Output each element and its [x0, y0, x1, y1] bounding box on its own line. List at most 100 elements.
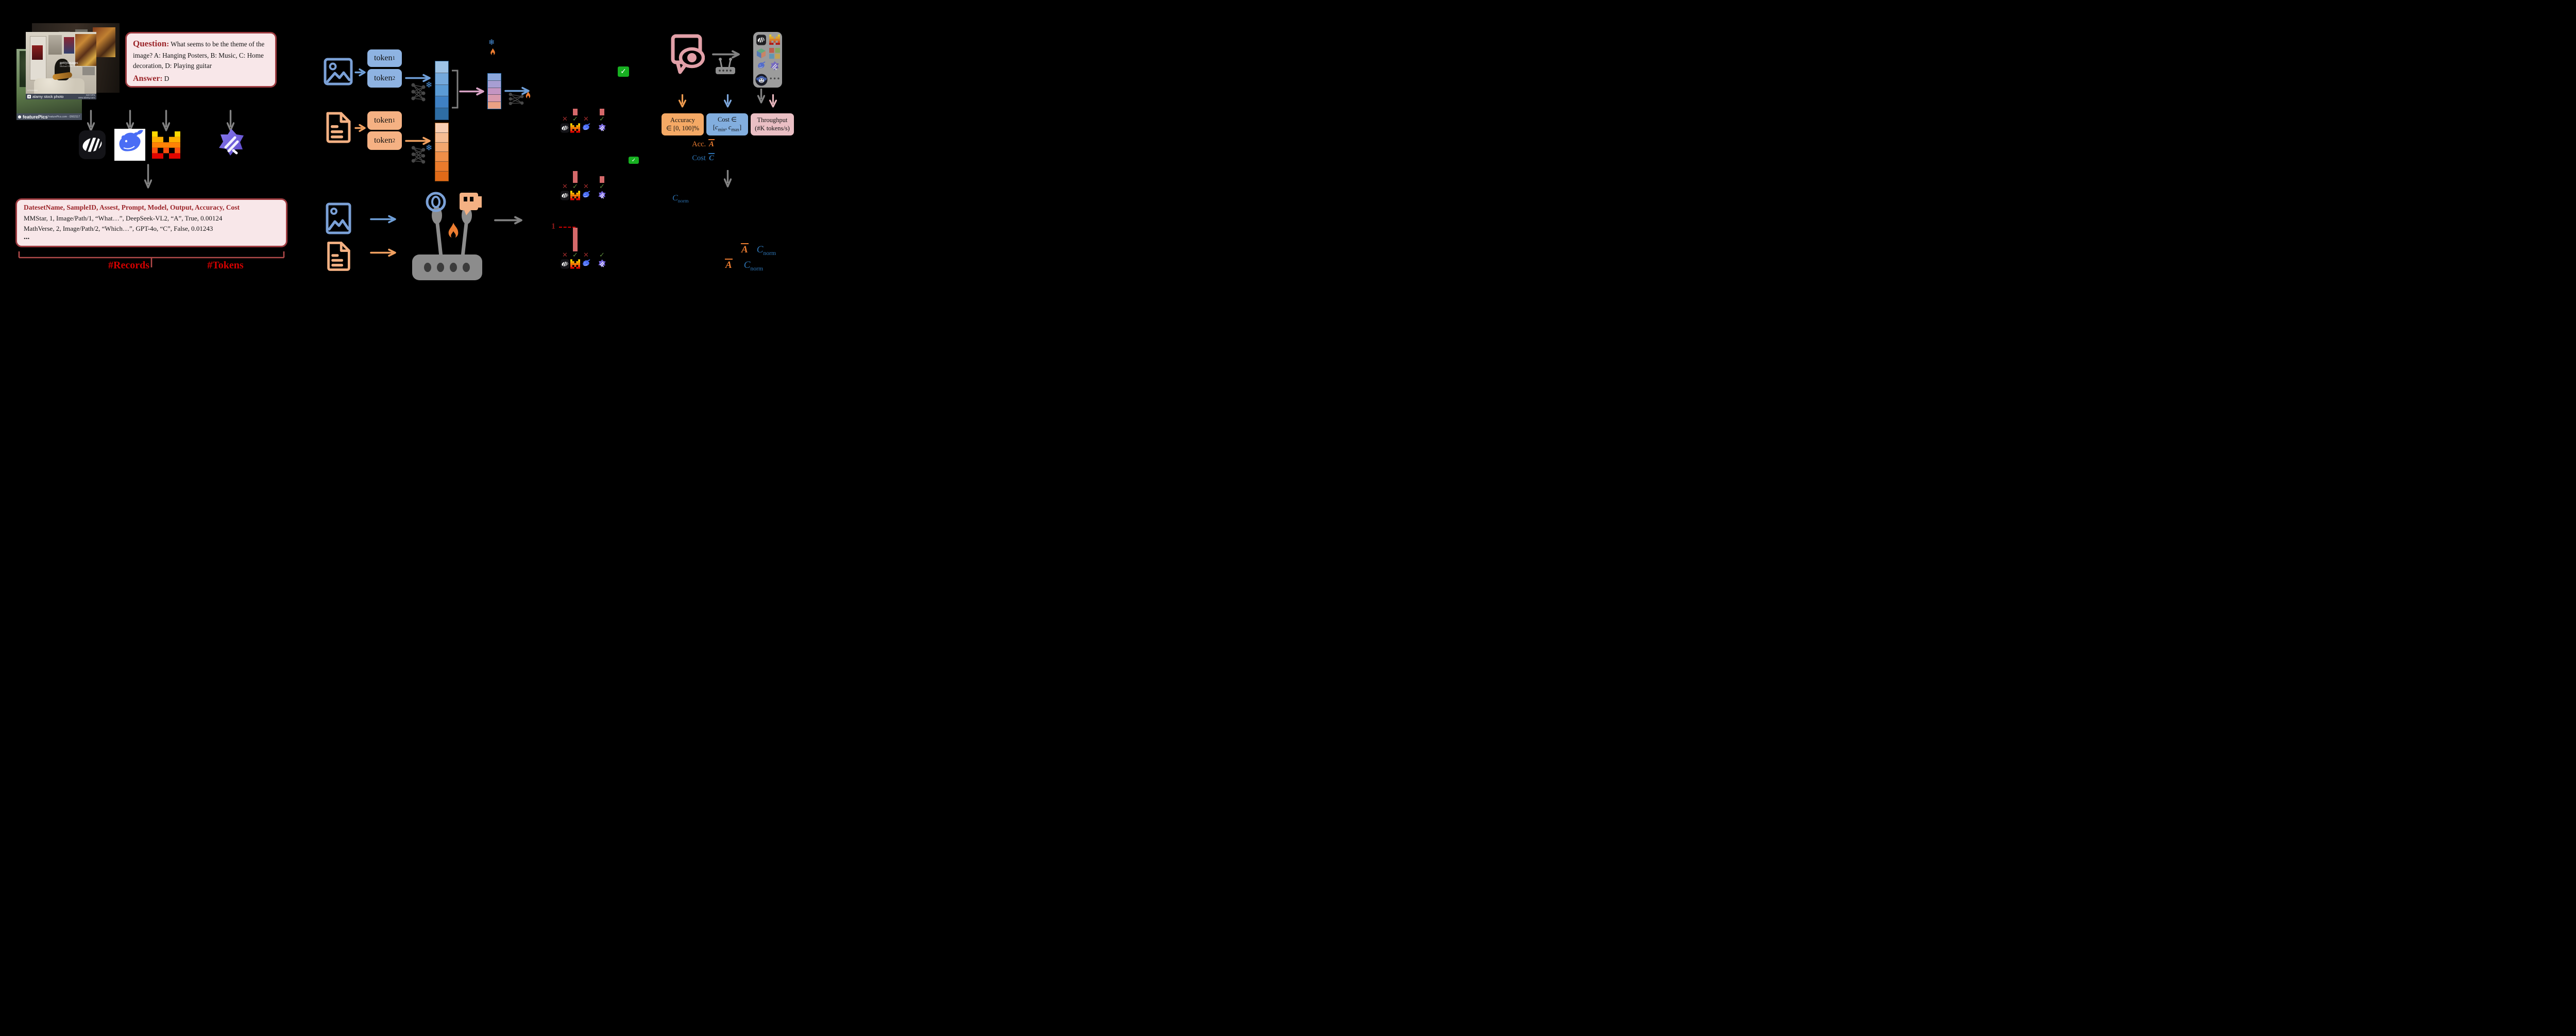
cnorm-symbol: C: [743, 260, 751, 270]
visual-embedding-stack: [435, 61, 449, 120]
featurepics-brand: featurePics: [23, 114, 48, 120]
token-label: token: [374, 74, 393, 82]
trainable-legend-flame-icon: [490, 48, 495, 56]
accuracy-range: ∈ [0, 100]%: [666, 124, 699, 132]
collect-bracket: [452, 70, 459, 109]
answer-colon: :: [160, 74, 163, 83]
alamy-caption: alamy stock photo: [32, 94, 64, 99]
image-icon: [326, 202, 351, 234]
embedding-cell: [435, 132, 448, 143]
cross-mark: ✕: [562, 183, 568, 191]
minimax-logo: [560, 123, 570, 133]
cross-mark: ✕: [562, 251, 568, 259]
question-box: Question: What seems to be the theme of …: [125, 32, 277, 88]
deepseek-logo: [114, 129, 145, 161]
right-arrow-icon: [405, 74, 431, 82]
mistral-logo: [152, 131, 180, 159]
photo-bed: [34, 78, 84, 94]
question-colon: :: [166, 40, 170, 48]
cube-logo: [756, 48, 767, 59]
check-glyph: ✓: [631, 157, 636, 163]
embedding-cell: [435, 73, 448, 85]
alamy-site: www.alamy.com: [78, 96, 95, 99]
cost-axis-one: 1: [551, 222, 555, 231]
right-arrow-icon: [712, 50, 740, 59]
getty-watermark: gettyimages Michael Ochs Archives: [60, 61, 81, 67]
figure-canvas: featurePics FeaturePics.com - I2602117 g…: [0, 0, 808, 288]
question-label: Question: [133, 39, 167, 48]
embedding-cell: [435, 84, 448, 97]
photo-curtain: [75, 34, 96, 66]
check-mark: ✓: [572, 115, 578, 123]
alamy-number: 97590066: [27, 89, 38, 92]
cost-max-sub: max: [731, 127, 739, 132]
records-ellipsis: ...: [24, 233, 30, 242]
featurepics-code: FeaturePics.com - I2602117: [47, 115, 80, 118]
records-count-label: #Records: [108, 260, 149, 271]
qwen-logo: [597, 259, 607, 269]
frozen-legend-snowflake-icon: ❄: [488, 38, 495, 47]
review-bubble-eye-icon: [671, 34, 705, 74]
flame-icon: [526, 91, 531, 99]
throughput-unit: (#K tokens/s): [755, 124, 790, 132]
token-label: token: [374, 116, 393, 125]
embedding-cell: [435, 162, 448, 172]
mistral-logo: [570, 259, 580, 269]
check-mark: ✓: [572, 183, 578, 191]
deepseek-logo: [581, 123, 591, 133]
chatbot-icon: [460, 193, 482, 215]
embedding-cell: [488, 74, 501, 81]
neural-net-icon: [411, 146, 426, 164]
check-glyph: ✓: [620, 67, 626, 76]
embedding-cell: [435, 108, 448, 120]
featurepics-watermark-bar: featurePics FeaturePics.com - I2602117: [16, 113, 82, 120]
right-arrow-icon: [405, 137, 431, 145]
image-icon: [324, 58, 353, 86]
check-mark: ✓: [572, 251, 578, 259]
cnorm-symbol: C: [672, 194, 678, 202]
alamy-logo: a: [27, 95, 31, 98]
cost-metric-box: Cost ∈ [cmin, cmax]: [706, 113, 748, 135]
deepseek-logo: [756, 61, 767, 71]
acc-label: Acc.: [692, 140, 706, 148]
bracket: [: [713, 124, 716, 131]
photo-posters-mid: [48, 35, 62, 55]
bracket: ]: [739, 124, 742, 131]
acc-symbol: A: [741, 243, 749, 255]
photo-stereo: [82, 67, 95, 75]
microsoft-logo: [769, 48, 780, 59]
getty-line2: Michael Ochs Archives: [60, 65, 82, 67]
down-arrow-icon: [679, 94, 686, 108]
formula-denominator: A Cnorm: [725, 259, 763, 273]
throughput-title: Throughput: [757, 116, 788, 124]
cost-bar-mistral: [573, 171, 578, 183]
accuracy-metric-box: Accuracy ∈ [0, 100]%: [662, 113, 704, 135]
fused-embedding-stack: [487, 73, 501, 109]
token-label: token: [374, 136, 393, 145]
cross-mark: ✕: [583, 251, 589, 259]
accuracy-title: Accuracy: [670, 116, 695, 124]
machine-body-icon: [412, 207, 482, 280]
question-text: What seems to be the theme of the image?…: [133, 40, 265, 70]
poster-patch: [93, 27, 115, 57]
minimax-logo: [756, 35, 767, 45]
normalized-cost-chart: ✕ ✓✕ ✓: [560, 226, 609, 269]
doc-icon: [327, 242, 350, 271]
neural-net-icon: [509, 93, 524, 105]
answer-text: D: [162, 74, 170, 82]
right-arrow-icon: [370, 248, 396, 257]
photo-alamy: gettyimages Michael Ochs Archives 975900…: [26, 32, 96, 99]
right-arrow-icon: [504, 87, 530, 95]
acc-symbol: A: [725, 259, 733, 270]
more-models-dots: •••: [769, 76, 781, 82]
mistral-logo: [769, 35, 780, 45]
cross-mark: ✕: [562, 115, 568, 123]
monkey-logo: [755, 74, 768, 86]
alamy-code: KDY3F5: [86, 93, 95, 96]
down-arrow-icon: [144, 164, 152, 189]
acc-symbol: A: [708, 139, 715, 148]
model-zoo-panel: •••: [753, 32, 782, 88]
